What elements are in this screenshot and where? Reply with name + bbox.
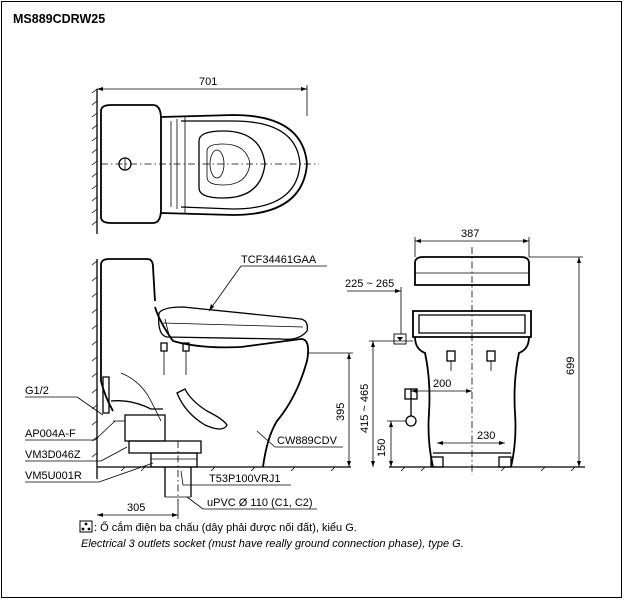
note-english: Electrical 3 outlets socket (must have r… [81, 538, 464, 550]
model-code: MS889CDRW25 [13, 12, 105, 26]
dim-outlet-spacing: 230 [477, 430, 495, 442]
top-view: 701 [91, 76, 319, 234]
dim-seat-height: 395 [335, 403, 347, 421]
label-bowl: CW889CDV [277, 435, 338, 447]
dim-rough-in: 225 ~ 265 [345, 278, 394, 290]
dim-socket-height: 150 [376, 439, 388, 457]
dim-total-height: 699 [565, 357, 577, 375]
dim-wall-distance: 305 [127, 502, 145, 514]
notes: : Ổ cắm điện ba chấu (dây phải được nối … [79, 520, 464, 550]
label-drain-pipe: uPVC Ø 110 (C1, C2) [207, 497, 313, 509]
dim-width: 387 [461, 228, 479, 240]
dim-overall-length: 701 [199, 76, 217, 88]
side-view: 305 395 [25, 258, 353, 519]
front-view: 387 225 ~ 265 415 ~ 465 150 200 230 [345, 228, 585, 475]
label-hose: VM3D046Z [25, 449, 81, 461]
dim-inlet-offset: 200 [433, 378, 451, 390]
label-flange: VM5U001R [25, 470, 82, 482]
note-vietnamese: : Ổ cắm điện ba chấu (dây phải được nối … [94, 521, 357, 534]
dim-rim-height: 415 ~ 465 [359, 384, 371, 433]
label-thread: G1/2 [25, 385, 49, 397]
label-seat: TCF34461GAA [241, 254, 317, 266]
power-socket-icon [79, 520, 93, 533]
label-angle-valve: AP004A-F [25, 428, 76, 440]
label-adaptor: T53P100VRJ1 [209, 473, 281, 485]
